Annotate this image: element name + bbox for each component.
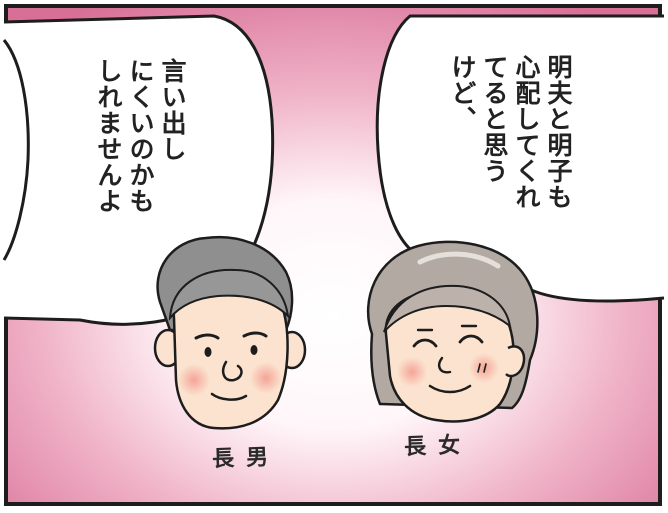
speech-line: しれませんよ [94,58,123,214]
speech-text-left: 言い出し にくいのかも しれませんよ [92,58,188,278]
label-eldest-daughter: 長女 [403,432,473,461]
speech-line: 心配してくれ [512,54,541,210]
eldest-daughter-character [366,240,539,423]
speech-line: 明夫と明子も [544,54,573,210]
speech-line: けど、 [448,54,477,132]
eldest-son-character [153,235,307,430]
speech-line: 言い出し [158,58,187,162]
speech-bubble-edge [2,39,30,261]
speech-line: にくいのかも [126,58,155,214]
label-eldest-son: 長男 [211,444,281,473]
speech-text-right: 明夫と明子も 心配してくれ てると思う けど、 [446,54,574,254]
speech-line: てると思う [480,54,509,184]
